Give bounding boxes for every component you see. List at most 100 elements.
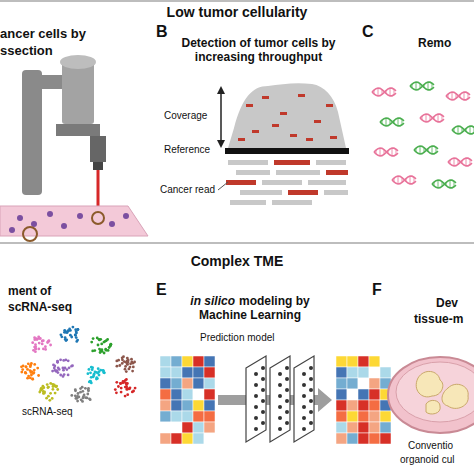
axis-label: scRNA-seq	[22, 406, 102, 418]
heatmap-cell	[336, 356, 347, 367]
heatmap-cell	[358, 433, 369, 444]
dna-rung	[410, 176, 411, 184]
heatmap-cell	[369, 433, 380, 444]
dna-rung	[436, 147, 437, 153]
dna-strand	[410, 82, 434, 90]
cell-dot	[31, 341, 34, 344]
cell-dot	[58, 368, 61, 371]
cell-dot	[105, 349, 108, 352]
cell-dot	[89, 380, 92, 383]
neuron-dot	[254, 416, 258, 420]
neuron-dot	[278, 383, 282, 387]
neuron-dot	[254, 383, 258, 387]
dna-strand	[410, 82, 434, 90]
cell-dot	[21, 368, 24, 371]
cell-dot	[70, 394, 73, 397]
cell-dot	[72, 326, 75, 329]
cell-dot	[124, 365, 127, 368]
heatmap-cell	[204, 411, 215, 422]
panel-letter: B	[156, 22, 176, 41]
cell-dot	[120, 387, 123, 390]
panel-title: Dev	[436, 296, 474, 310]
cell-dot	[54, 369, 57, 372]
cell-dot	[33, 369, 36, 372]
cell-dot	[116, 365, 119, 368]
cell-dot	[90, 366, 93, 369]
cell-dot	[37, 335, 40, 338]
heatmap-cell	[358, 400, 369, 411]
neuron-dot	[302, 372, 306, 376]
heatmap-cell	[380, 422, 391, 433]
cell-dot	[123, 360, 126, 363]
dna-rung	[462, 128, 463, 133]
heatmap-cell	[358, 422, 369, 433]
cell-dot	[100, 343, 103, 346]
cell-dot	[76, 328, 79, 331]
heatmap-cell	[369, 389, 380, 400]
heatmap-cell	[336, 422, 347, 433]
cell-dot	[115, 381, 118, 384]
cell-dot	[101, 348, 104, 351]
cell-dot	[20, 365, 23, 368]
dna-rung	[374, 90, 375, 94]
dna-rung	[438, 114, 439, 122]
axis-label: Reference	[164, 144, 224, 156]
cell-dot	[89, 380, 92, 383]
heatmap-cell	[171, 411, 182, 422]
cell-dot	[20, 371, 23, 374]
dna-rung	[424, 148, 425, 153]
cell-dot	[29, 377, 32, 380]
cell-dot	[87, 387, 90, 390]
panel-title: ssection	[0, 43, 150, 59]
dna-rung	[394, 121, 395, 124]
cell-dot	[124, 379, 127, 382]
dna-strand	[448, 158, 472, 166]
dna-rung	[468, 93, 469, 99]
cell-dot	[51, 383, 54, 386]
dna-strand	[374, 148, 398, 156]
neuron-dot	[254, 394, 258, 398]
cell-dot	[118, 364, 121, 367]
cell-dot	[103, 371, 106, 374]
cell-dot	[91, 368, 94, 371]
heatmap-cell	[347, 356, 358, 367]
dna-rung	[394, 89, 395, 95]
cell-dot	[98, 374, 101, 377]
heatmap-cell	[204, 433, 215, 444]
dna-rung	[412, 84, 413, 88]
cell-dot	[74, 334, 77, 337]
dna-rung	[458, 126, 459, 134]
dna-strand	[420, 114, 444, 122]
cell-dot	[127, 361, 130, 364]
dna-rung	[398, 118, 399, 126]
dna-rung	[424, 85, 425, 88]
cell-dot	[97, 367, 100, 370]
dna-strand	[414, 146, 438, 154]
dna-rung	[460, 95, 461, 98]
heatmap-cell	[193, 433, 204, 444]
dna-rung	[442, 115, 443, 121]
dna-strand	[432, 180, 456, 188]
dna-rung	[386, 118, 387, 126]
neuron-dot	[285, 399, 289, 403]
neuron-dot	[309, 399, 313, 403]
cell-dot	[90, 376, 93, 379]
dna-rung	[434, 182, 435, 186]
cell-dot	[47, 386, 50, 389]
section-header: Low tumor cellularity	[0, 4, 474, 21]
dna-rung	[384, 150, 385, 155]
cell-dot	[89, 371, 92, 374]
neuron-dot	[302, 427, 306, 431]
heatmap-cell	[369, 378, 380, 389]
heatmap-cell	[193, 400, 204, 411]
neuron-dot	[261, 366, 265, 370]
cell-dot	[56, 360, 59, 363]
cell-dot	[49, 392, 52, 395]
cell-dot	[97, 344, 100, 347]
section-header: Complex TME	[0, 253, 474, 270]
cell-dot	[47, 386, 50, 389]
dna-strands	[372, 82, 474, 188]
heatmap-illustration	[160, 356, 391, 444]
cell-dot	[46, 383, 49, 386]
cell-dot	[56, 361, 59, 364]
